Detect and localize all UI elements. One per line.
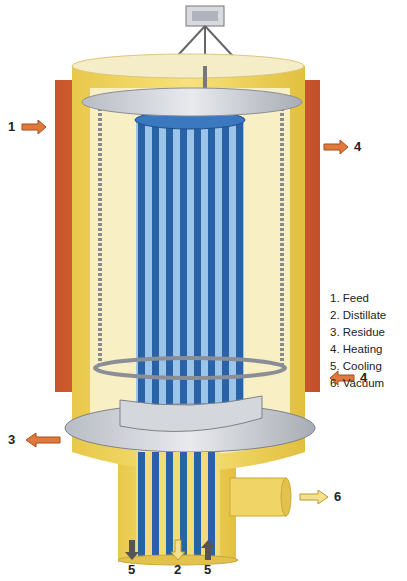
collector-wall (120, 396, 262, 431)
heating-out-arrow (324, 140, 348, 154)
condenser-tube (138, 118, 145, 408)
vacuum-pipe (230, 478, 286, 516)
condenser-tube (208, 118, 215, 408)
key-entry: 5. Cooling (330, 360, 382, 373)
wiper-chain (98, 108, 102, 366)
condenser-tube (166, 118, 173, 408)
condenser-tube (236, 118, 243, 408)
condenser-tube (166, 452, 173, 558)
condenser-tube (152, 118, 159, 408)
rotor-disk (82, 88, 302, 116)
motor-detail (192, 11, 218, 21)
condenser-bundle (136, 118, 244, 408)
shell-top (72, 54, 304, 78)
key-entry: 2. Distillate (330, 309, 386, 322)
callout-number: 6 (334, 490, 341, 504)
condenser-tube (194, 118, 201, 408)
callout-number: 5 (204, 563, 211, 577)
residue-arrow (26, 433, 60, 447)
condenser-tube (180, 118, 187, 408)
callout-number: 5 (128, 563, 135, 577)
condenser-tube (194, 452, 201, 558)
callout-number: 4 (354, 140, 361, 154)
cooling-out-arrow (125, 540, 139, 560)
motor (186, 6, 224, 26)
condenser-tube (222, 118, 229, 408)
cooling-in-arrow (201, 540, 215, 560)
callout-number: 3 (8, 433, 15, 447)
callout-number: 1 (8, 120, 15, 134)
key-entry: 3. Residue (330, 326, 385, 339)
wiper-chain (280, 108, 284, 366)
vacuum-arrow (300, 490, 328, 504)
cutaway-interior (90, 88, 290, 455)
callout-number: 2 (174, 563, 181, 577)
condenser-tube (152, 452, 159, 558)
condenser-tube (138, 452, 145, 558)
feed-arrow (22, 120, 46, 134)
key-entry: 6. Vacuum (330, 377, 384, 390)
key-entry: 1. Feed (330, 292, 369, 305)
distillate-arrow (171, 540, 185, 560)
wiper-ring (95, 358, 285, 378)
key-entry: 4. Heating (330, 343, 382, 356)
vacuum-flange (281, 478, 291, 516)
